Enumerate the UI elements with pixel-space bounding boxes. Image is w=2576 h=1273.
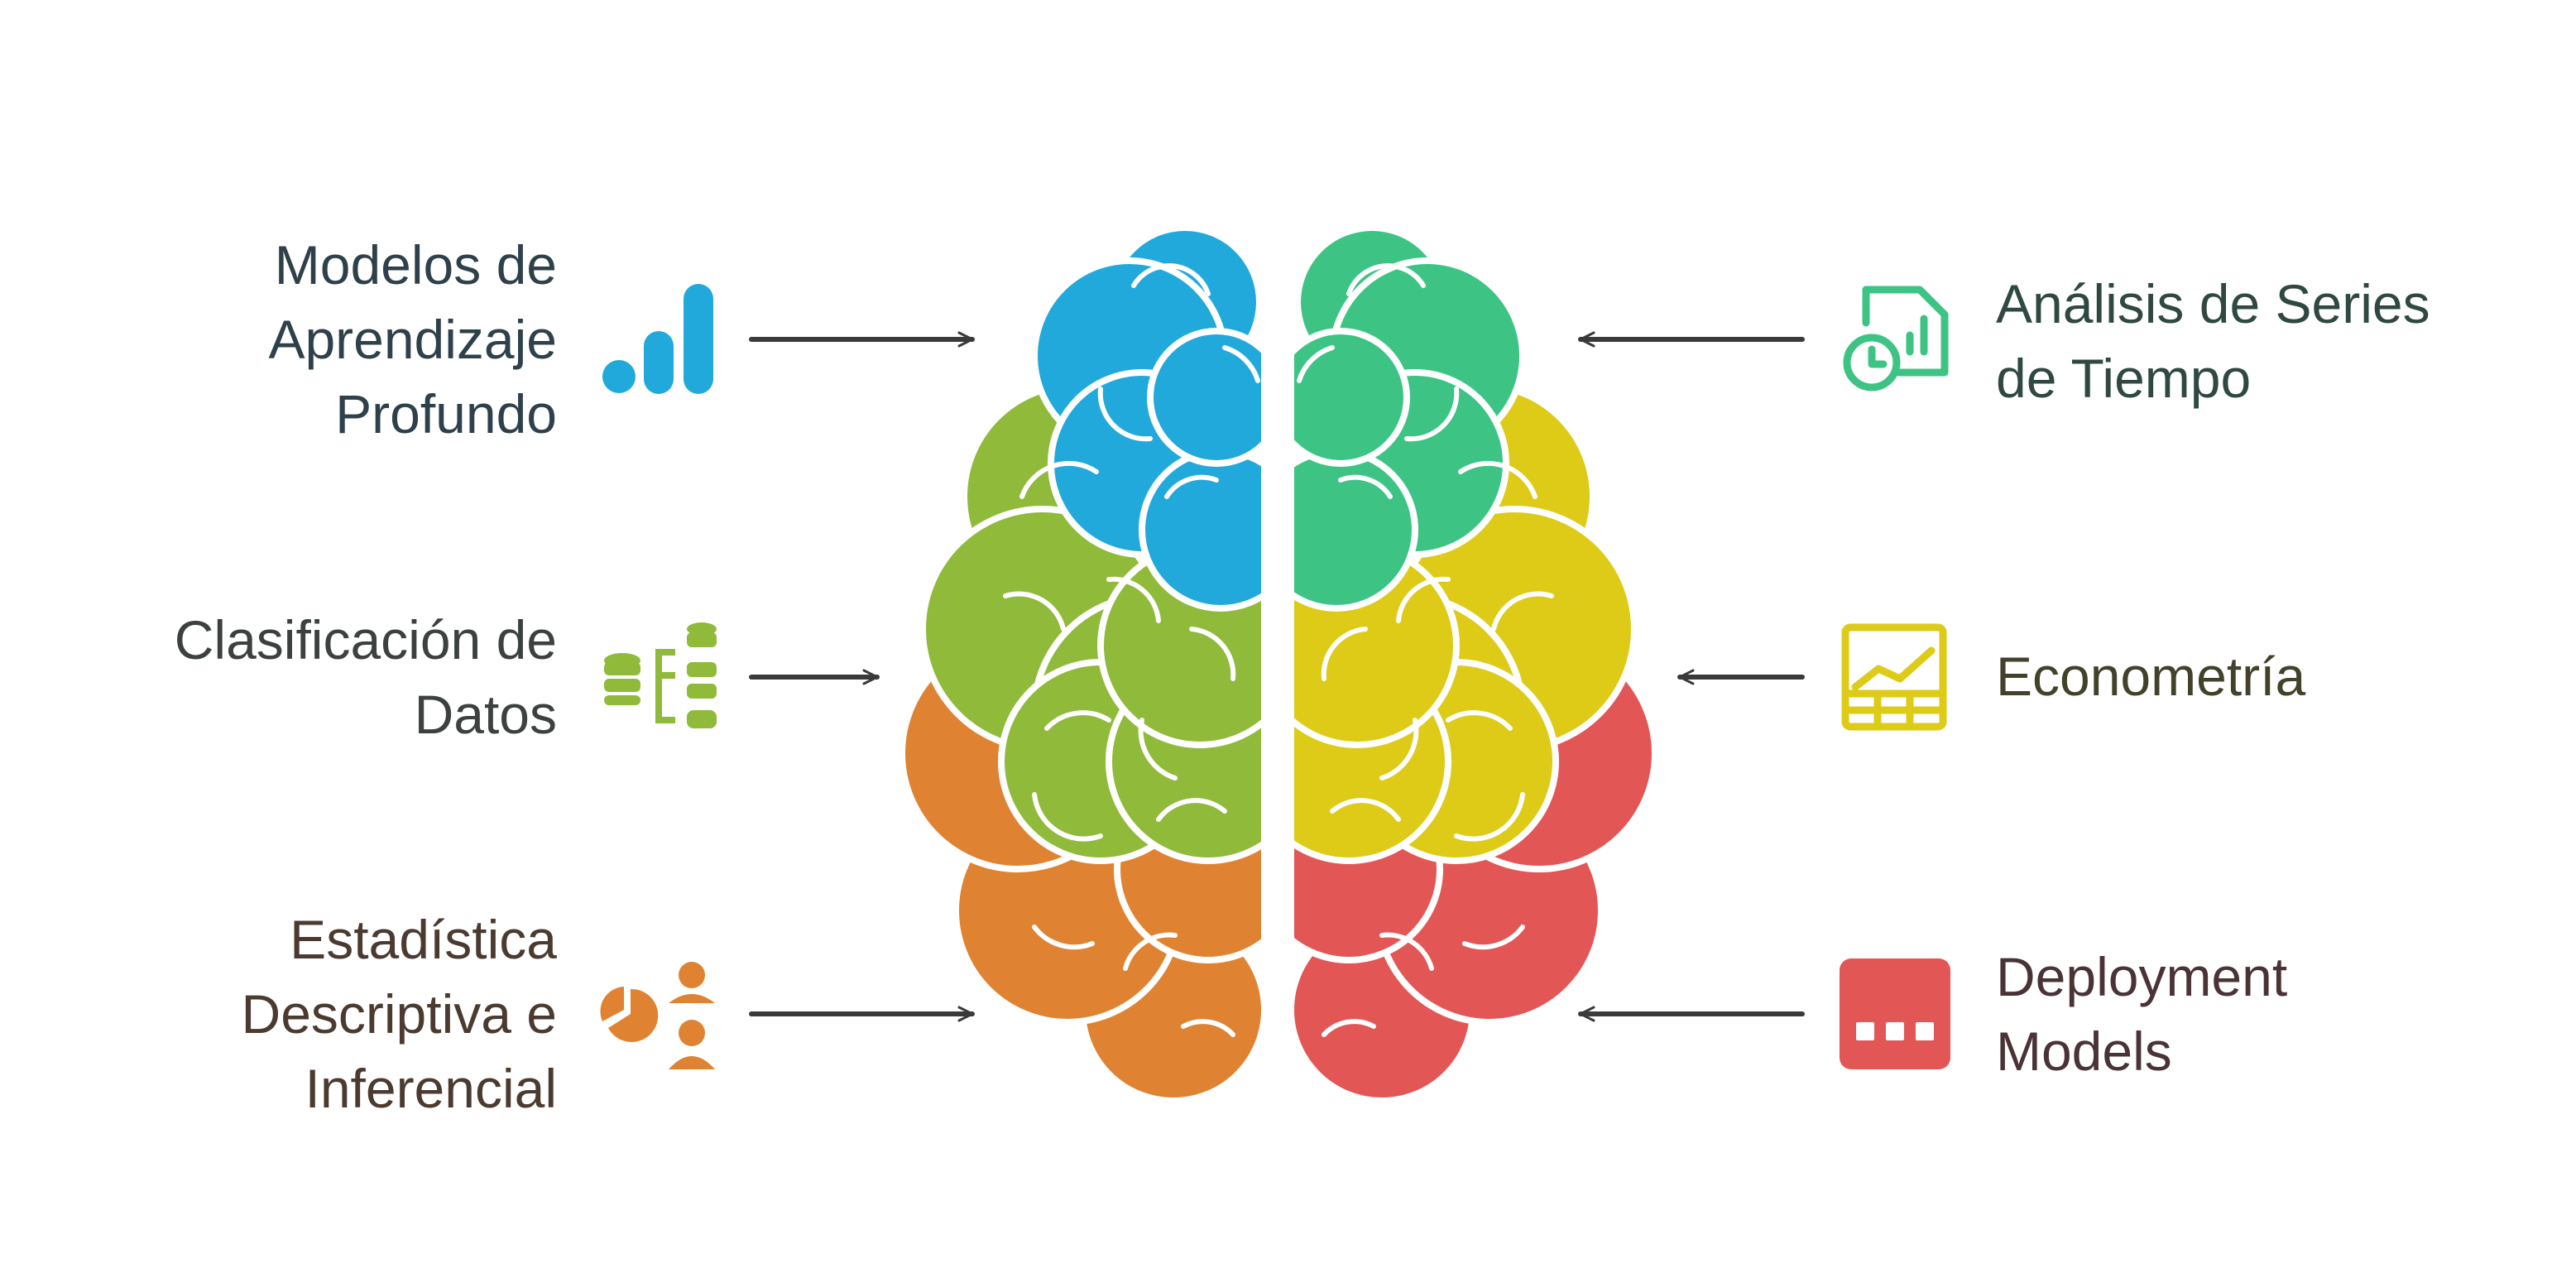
brain-left-hemisphere (899, 224, 1261, 1104)
label-econometrics: Econometría (1996, 646, 2306, 707)
label-data-classification: Clasificación de Datos (174, 609, 557, 745)
time-series-report-icon (1843, 286, 1949, 392)
deployment-dots-icon (1840, 958, 1950, 1069)
pie-chart-people-icon (600, 962, 715, 1069)
database-classification-icon (604, 622, 717, 728)
label-deep-learning: Modelos de Aprendizaje Profundo (268, 234, 557, 444)
arrows (749, 331, 1805, 1022)
label-deployment-models: Deployment Models (1996, 946, 2288, 1082)
bar-chart-icon (602, 284, 713, 394)
brain-right-hemisphere (1294, 224, 1658, 1104)
label-time-series: Análisis de Series de Tiempo (1996, 273, 2430, 409)
label-statistics: Estadística Descriptiva e Inferencial (241, 909, 557, 1119)
brain-lobe-teal (1294, 224, 1526, 612)
growth-chart-icon (1841, 623, 1947, 731)
